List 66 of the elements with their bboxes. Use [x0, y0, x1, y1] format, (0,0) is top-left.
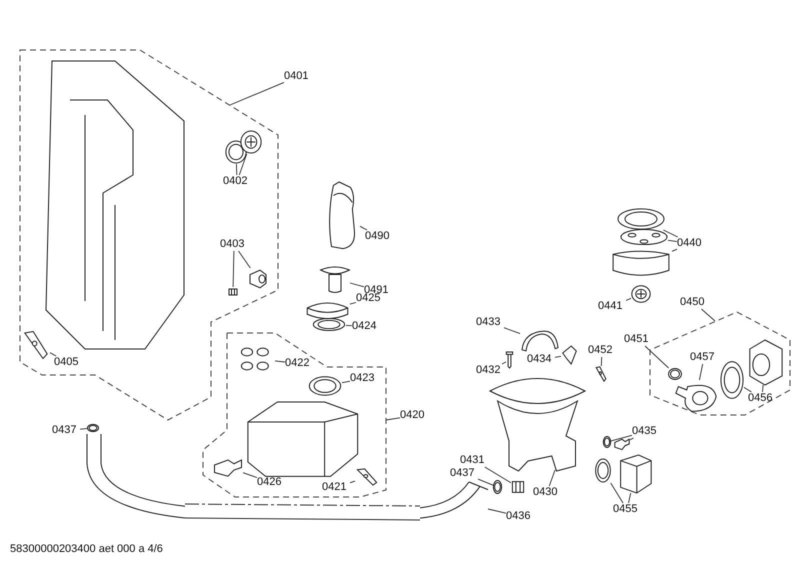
leader-line: [698, 364, 704, 380]
callout-number: 0422: [285, 357, 313, 370]
leader-line: [610, 482, 624, 504]
leader-line: [630, 438, 634, 440]
callout-number: 0402: [223, 175, 251, 188]
leader-line: [662, 230, 678, 238]
callout-number: 0441: [598, 300, 626, 313]
leader-line: [554, 356, 562, 358]
callout-number: 0455: [613, 503, 641, 516]
callout-number: 0432: [476, 364, 504, 377]
leader-line: [274, 360, 286, 362]
leader-line: [232, 250, 234, 288]
leader-line: [504, 327, 520, 334]
callout-number: 0440: [677, 237, 705, 250]
leader-line: [236, 164, 238, 176]
leader-line: [484, 466, 512, 484]
leader-line: [628, 492, 632, 504]
leader-line: [342, 380, 350, 384]
leader-line: [488, 508, 506, 514]
leader-line: [626, 298, 632, 301]
leader-line: [502, 361, 506, 364]
leader-line: [610, 434, 632, 442]
callout-number: 0405: [54, 356, 82, 369]
leader-line: [80, 428, 88, 430]
callout-number: 0435: [632, 425, 660, 438]
leader-line: [50, 352, 57, 356]
callout-number: 0426: [257, 476, 285, 489]
leader-line: [478, 478, 494, 486]
callout-number: 0452: [588, 344, 616, 357]
leader-line: [230, 82, 284, 106]
leader-line: [672, 248, 678, 252]
callout-number: 0420: [400, 409, 428, 422]
leader-line: [762, 384, 764, 392]
callout-number: 0424: [352, 320, 380, 333]
leader-line: [238, 154, 248, 176]
leader-line: [242, 472, 258, 478]
callout-number: 0451: [624, 333, 652, 346]
callout-number: 0421: [322, 481, 350, 494]
leader-line: [600, 356, 602, 366]
callout-number: 0425: [356, 292, 384, 305]
callout-number: 0403: [220, 238, 248, 251]
callout-number: 0490: [365, 230, 393, 243]
leader-line: [744, 386, 752, 392]
leader-line: [238, 250, 251, 268]
callout-number: 0457: [690, 351, 718, 364]
leader-line: [346, 324, 352, 326]
callout-number: 0430: [533, 486, 561, 499]
callout-number: 0456: [748, 392, 776, 405]
callout-number: 0431: [460, 454, 488, 467]
callout-number: 0437: [52, 424, 80, 437]
leader-line: [350, 282, 364, 288]
callout-number: 0436: [506, 510, 534, 523]
leader-line: [350, 480, 356, 484]
leader-line: [700, 308, 716, 322]
leader-line: [386, 417, 400, 420]
callout-number: 0401: [284, 70, 312, 83]
callout-number: 0433: [476, 316, 504, 329]
callout-number: 0437: [450, 467, 478, 480]
callout-number: 0450: [680, 296, 708, 309]
document-code: 58300000203400 aet 000 a 4/6: [10, 543, 163, 556]
callout-number: 0434: [527, 353, 555, 366]
leader-line: [350, 302, 356, 305]
leader-line: [548, 470, 556, 486]
leader-line: [360, 226, 368, 230]
callout-number: 0423: [350, 372, 378, 385]
leader-line: [668, 240, 678, 242]
